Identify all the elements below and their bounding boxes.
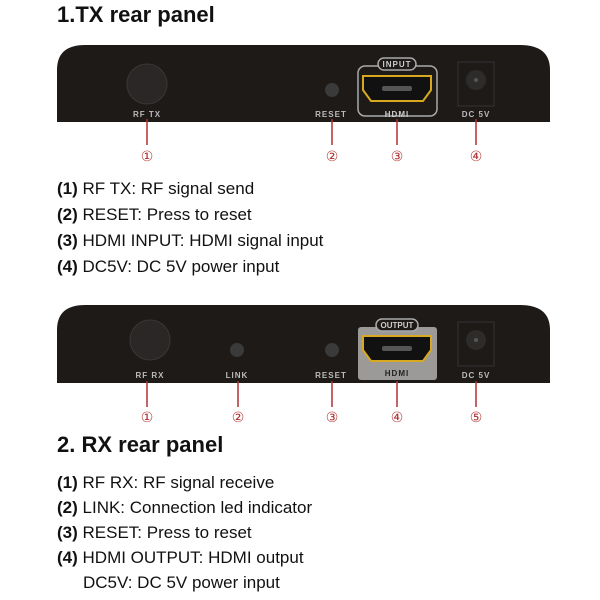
- callout-1: ①: [141, 410, 154, 426]
- legend-item: (2) LINK: Connection led indicator: [57, 498, 313, 517]
- svg-text:RESET: RESET: [315, 110, 347, 119]
- legend-item: (3) RESET: Press to reset: [57, 523, 252, 542]
- callout-2: ②: [326, 149, 339, 165]
- tx-panel: INPUT RF TX RESET HDMI DC 5V ① ② ③ ④: [57, 45, 550, 165]
- rf-tx-port: [126, 63, 168, 105]
- tx-legend: (1) RF TX: RF signal send (2) RESET: Pre…: [57, 176, 323, 280]
- legend-item: (4) HDMI OUTPUT: HDMI output: [57, 548, 304, 567]
- svg-text:DC 5V: DC 5V: [462, 110, 491, 119]
- reset-button: [325, 343, 339, 357]
- callout-3: ③: [391, 149, 404, 165]
- callout-4: ④: [470, 149, 483, 165]
- hdmi-input-port: INPUT: [357, 57, 438, 117]
- callout-5: ⑤: [470, 410, 483, 426]
- rx-legend: (1) RF RX: RF signal receive (2) LINK: C…: [57, 470, 312, 595]
- rf-rx-port: [129, 319, 171, 361]
- legend-item: (3) HDMI INPUT: HDMI signal input: [57, 231, 324, 250]
- svg-text:LINK: LINK: [226, 371, 249, 380]
- callout-1: ①: [141, 149, 154, 165]
- legend-item: (1) RF RX: RF signal receive: [57, 473, 275, 492]
- hdmi-output-port: OUTPUT: [358, 318, 437, 380]
- dc-5v-port: [457, 61, 495, 107]
- rx-panel: OUTPUT RF RX LINK RESET HDMI DC 5V ① ② ③: [57, 305, 550, 426]
- legend-item: DC5V: DC 5V power input: [83, 573, 280, 592]
- legend-item: (1) RF TX: RF signal send: [57, 179, 255, 198]
- svg-text:DC 5V: DC 5V: [462, 371, 491, 380]
- svg-text:RF TX: RF TX: [133, 110, 161, 119]
- svg-text:INPUT: INPUT: [383, 60, 412, 69]
- reset-button: [325, 83, 339, 97]
- svg-text:RESET: RESET: [315, 371, 347, 380]
- callout-3: ③: [326, 410, 339, 426]
- svg-text:HDMI: HDMI: [385, 369, 409, 378]
- dc-5v-port: [457, 321, 495, 367]
- svg-text:OUTPUT: OUTPUT: [381, 321, 414, 330]
- legend-item: (4) DC5V: DC 5V power input: [57, 257, 280, 276]
- svg-text:RF RX: RF RX: [136, 371, 165, 380]
- tx-title: 1.TX rear panel: [57, 2, 215, 27]
- rx-title: 2. RX rear panel: [57, 432, 224, 457]
- callout-4: ④: [391, 410, 404, 426]
- legend-item: (2) RESET: Press to reset: [57, 205, 252, 224]
- callout-2: ②: [232, 410, 245, 426]
- svg-text:HDMI: HDMI: [385, 110, 409, 119]
- link-led: [230, 343, 244, 357]
